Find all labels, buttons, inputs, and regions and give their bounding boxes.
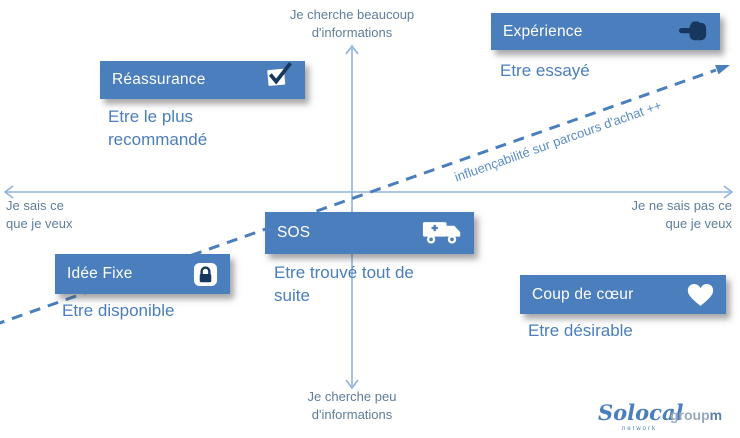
- box-title-experience: Expérience: [503, 22, 583, 40]
- solocal-logo: Solocal: [598, 400, 684, 425]
- axis-label-top: Je cherche beaucoup d'informations: [289, 7, 415, 40]
- groupm-logo-prefix: group: [670, 407, 710, 423]
- groupm-logo: groupm: [670, 407, 722, 423]
- arrow-left-icon: [3, 185, 14, 199]
- arrow-right-icon: [723, 185, 734, 199]
- quadrant-box-reassurance: Réassurance: [100, 61, 305, 99]
- checkbox-icon: [265, 61, 293, 89]
- quadrant-box-coup-de-coeur: Coup de cœur: [520, 275, 726, 314]
- box-subtitle-idee-fixe: Etre disponible: [62, 301, 175, 320]
- axis-label-bottom: Je cherche peu d'informations: [307, 389, 397, 422]
- box-title-coup-de-coeur: Coup de cœur: [532, 285, 634, 303]
- pointing-hand-icon: [678, 21, 708, 42]
- box-title-idee-fixe: Idée Fixe: [67, 265, 133, 282]
- arrow-down-icon: [345, 379, 359, 390]
- box-subtitle-reassurance: Etre le plus recommandé: [108, 107, 208, 149]
- solocal-logo-subtext: network: [622, 426, 658, 432]
- lock-icon: [193, 262, 218, 287]
- quadrant-box-idee-fixe: Idée Fixe: [55, 254, 230, 294]
- groupm-logo-suffix: m: [709, 407, 723, 423]
- truck-icon: [422, 220, 462, 246]
- heart-icon: [687, 283, 714, 307]
- axis-label-left: Je sais ce que je veux: [6, 198, 73, 231]
- box-title-sos: SOS: [277, 224, 311, 241]
- diagonal-dashed-arrow: [0, 68, 717, 325]
- diagonal-arrowhead-icon: [715, 65, 730, 75]
- box-subtitle-sos: Etre trouvé tout de suite: [274, 263, 414, 305]
- box-subtitle-coup-de-coeur: Etre désirable: [528, 321, 633, 340]
- quadrant-box-experience: Expérience: [491, 13, 720, 50]
- box-subtitle-experience: Etre essayé: [500, 61, 590, 80]
- arrow-up-icon: [345, 44, 359, 55]
- quadrant-box-sos: SOS: [265, 212, 474, 254]
- box-title-reassurance: Réassurance: [112, 71, 206, 88]
- axis-label-right: Je ne sais pas ce que je veux: [631, 198, 732, 231]
